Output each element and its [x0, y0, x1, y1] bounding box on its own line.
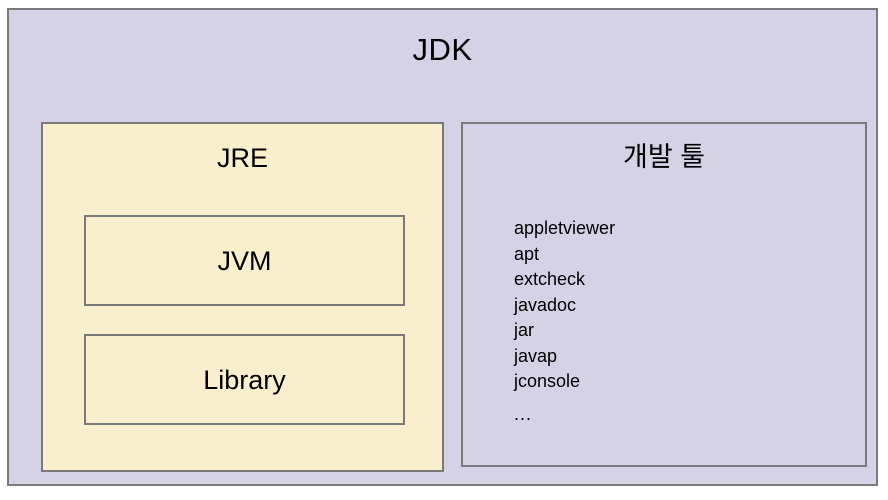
devtools-title: 개발 툴: [622, 142, 706, 172]
tool-item: appletviewer: [514, 218, 616, 238]
jre-title: JRE: [216, 143, 268, 173]
jdk-box: JDK JRE JVM Library 개발 툴 appletviewer ap…: [7, 8, 878, 486]
tool-list-more-indicator: ...: [514, 403, 533, 424]
jre-box: JRE JVM Library: [41, 122, 444, 472]
library-box: Library: [84, 334, 405, 425]
tool-item: jar: [514, 320, 535, 340]
jvm-box: JVM: [84, 215, 405, 306]
tool-item: apt: [514, 243, 540, 264]
tool-item: extcheck: [514, 269, 586, 289]
devtools-box: 개발 툴 appletviewer apt extcheck javadoc j…: [461, 122, 867, 467]
tool-item: javadoc: [514, 294, 577, 315]
library-label: Library: [203, 364, 286, 395]
jvm-label: JVM: [217, 245, 272, 276]
tool-item: javap: [514, 345, 558, 366]
tool-item: jconsole: [514, 371, 581, 391]
devtools-tool-list: appletviewer apt extcheck javadoc jar ja…: [514, 216, 615, 427]
jdk-title: JDK: [412, 32, 473, 67]
